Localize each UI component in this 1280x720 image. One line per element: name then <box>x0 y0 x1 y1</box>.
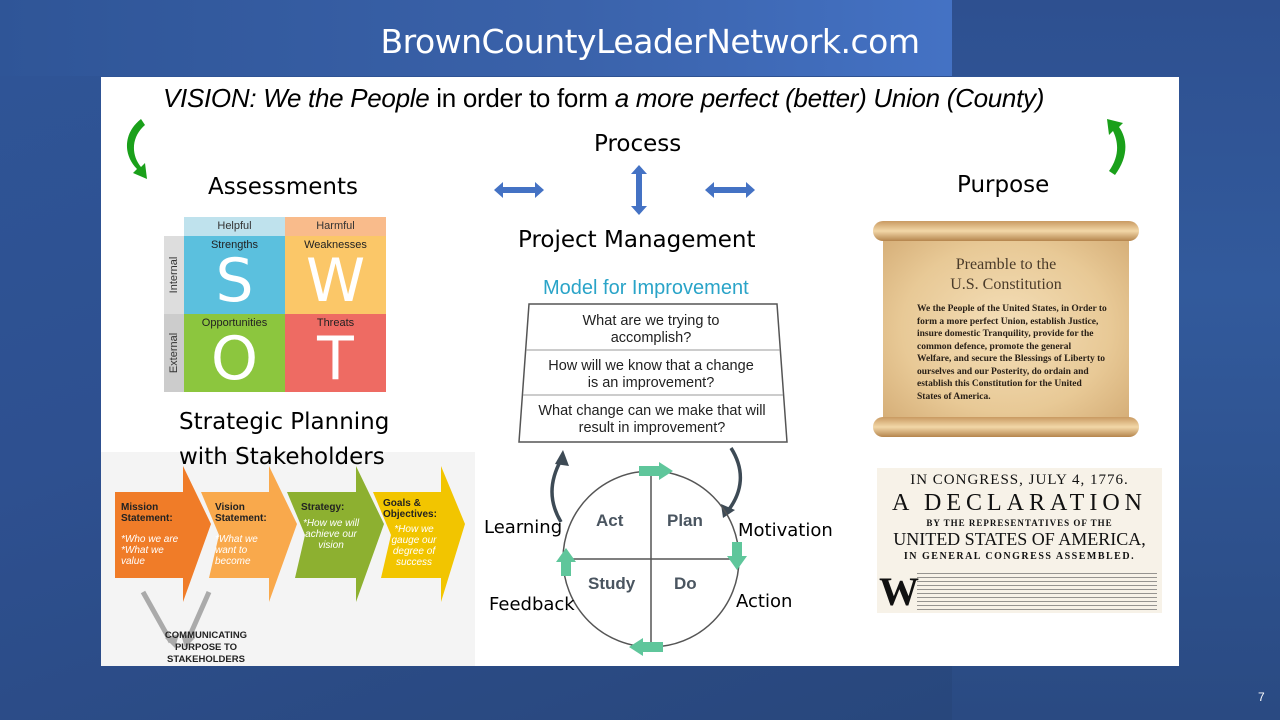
model-for-improvement-title: Model for Improvement <box>543 277 749 299</box>
step-title: Goals & Objectives: <box>383 498 437 520</box>
quadrant-label: Weaknesses <box>304 239 367 251</box>
quadrant-label: Threats <box>316 317 355 329</box>
scroll-roll-top <box>873 221 1139 241</box>
strategy-step-mission: Mission Statement: *Who we are *What we … <box>121 472 191 587</box>
preamble-text: We the People of the United States, in O… <box>917 304 1107 402</box>
quadrant-letter: O <box>210 324 259 392</box>
decl-line4: UNITED STATES OF AMERICA, <box>893 529 1146 549</box>
scroll-paper <box>883 229 1129 427</box>
swot-threats: Threats T <box>285 314 386 392</box>
strategy-step-strategy: Strategy: *How we will achieve our visio… <box>301 472 365 587</box>
decl-line1: IN CONGRESS, JULY 4, 1776. <box>910 472 1129 488</box>
vision-prefix: VISION: <box>163 83 264 113</box>
decl-line5: IN GENERAL CONGRESS ASSEMBLED. <box>903 551 1136 562</box>
communicating-purpose-label: COMMUNICATING PURPOSE TO STAKEHOLDERS <box>164 630 248 665</box>
decl-line2: A DECLARATION <box>892 490 1147 516</box>
curved-arrow-down-icon <box>126 119 147 179</box>
declaration-image: IN CONGRESS, JULY 4, 1776. A DECLARATION… <box>877 468 1162 613</box>
vision-statement: VISION: We the People in order to form a… <box>163 83 1044 114</box>
pdsa-do: Do <box>674 574 697 593</box>
decl-body-text <box>917 573 1157 613</box>
pdsa-cycle <box>550 447 747 656</box>
quadrant-label: Strengths <box>210 239 259 251</box>
mfi-question-2: How will we know that a change is an imp… <box>548 358 754 391</box>
page-number: 7 <box>1258 690 1265 704</box>
step-title: Vision Statement: <box>215 502 267 524</box>
swot-harmful: Harmful <box>285 217 386 236</box>
pdsa-plan: Plan <box>667 511 703 530</box>
step-desc: *How we gauge our degree of success <box>391 524 437 568</box>
mfi-question-1: What are we trying to accomplish? <box>582 313 720 346</box>
step-desc: *How we will achieve our vision <box>302 518 360 551</box>
swot-strengths: Strengths S <box>184 236 285 314</box>
vision-union: a more perfect (better) Union (County) <box>614 83 1045 113</box>
label-feedback: Feedback <box>489 594 575 615</box>
strategic-line1: Strategic Planning <box>179 409 390 435</box>
purpose-heading: Purpose <box>957 172 1050 198</box>
mfi-question-3: What change can we make that will result… <box>538 403 766 436</box>
decl-line3: BY THE REPRESENTATIVES OF THE <box>926 518 1113 528</box>
swot-matrix: Helpful Harmful Internal External Streng… <box>164 217 386 393</box>
process-heading: Process <box>594 131 682 157</box>
double-arrow-horizontal-icon <box>705 182 755 198</box>
label-action: Action <box>736 591 793 612</box>
decl-dropcap: W <box>879 569 919 613</box>
site-title: BrownCountyLeaderNetwork.com <box>380 22 920 61</box>
double-arrow-vertical-icon <box>631 165 647 215</box>
preamble-scroll-image: Preamble to the U.S. Constitution We the… <box>873 217 1139 439</box>
step-title: Strategy: <box>301 502 345 513</box>
strategic-planning-heading: Strategic Planning with Stakeholders <box>179 405 389 475</box>
swot-opportunities: Opportunities O <box>184 314 285 392</box>
label-motivation: Motivation <box>738 520 833 541</box>
external-label: External <box>168 332 180 374</box>
step-desc: *Who we are *What we value <box>121 534 179 567</box>
double-arrow-horizontal-icon <box>494 182 544 198</box>
swot-internal: Internal <box>164 236 184 314</box>
preamble-title-1: Preamble to the <box>955 256 1057 273</box>
preamble-title-2: U.S. Constitution <box>950 276 1062 293</box>
project-management-heading: Project Management <box>518 227 756 253</box>
strategic-planning-diagram: Mission Statement: *Who we are *What we … <box>101 452 475 666</box>
strategic-line2: with Stakeholders <box>179 444 385 470</box>
quadrant-label: Opportunities <box>201 317 268 329</box>
assessments-heading: Assessments <box>208 174 358 200</box>
quadrant-letter: S <box>215 246 254 314</box>
title-banner <box>0 0 952 76</box>
swot-helpful: Helpful <box>184 217 285 236</box>
quadrant-letter: T <box>317 324 354 392</box>
step-title: Mission Statement: <box>121 502 173 524</box>
strategy-step-goals: Goals & Objectives: *How we gauge our de… <box>383 472 447 587</box>
mfi-trapezoid <box>518 303 788 443</box>
swot-external: External <box>164 314 184 392</box>
content-panel: VISION: We the People in order to form a… <box>101 77 1179 666</box>
vision-people: We the People <box>263 83 430 113</box>
swot-weaknesses: Weaknesses W <box>285 236 386 314</box>
pdsa-act: Act <box>596 511 624 530</box>
label-learning: Learning <box>484 517 563 538</box>
strategy-step-vision: Vision Statement: *What we want to becom… <box>215 472 285 587</box>
vision-mid: in order to form <box>429 83 615 113</box>
pdsa-study: Study <box>588 574 636 593</box>
internal-label: Internal <box>168 256 180 294</box>
scroll-roll-bottom <box>873 417 1139 437</box>
strategy-chevrons <box>115 466 465 648</box>
quadrant-letter: W <box>305 246 366 314</box>
curved-arrow-up-icon <box>1107 119 1126 175</box>
step-desc: *What we want to become <box>215 534 258 567</box>
